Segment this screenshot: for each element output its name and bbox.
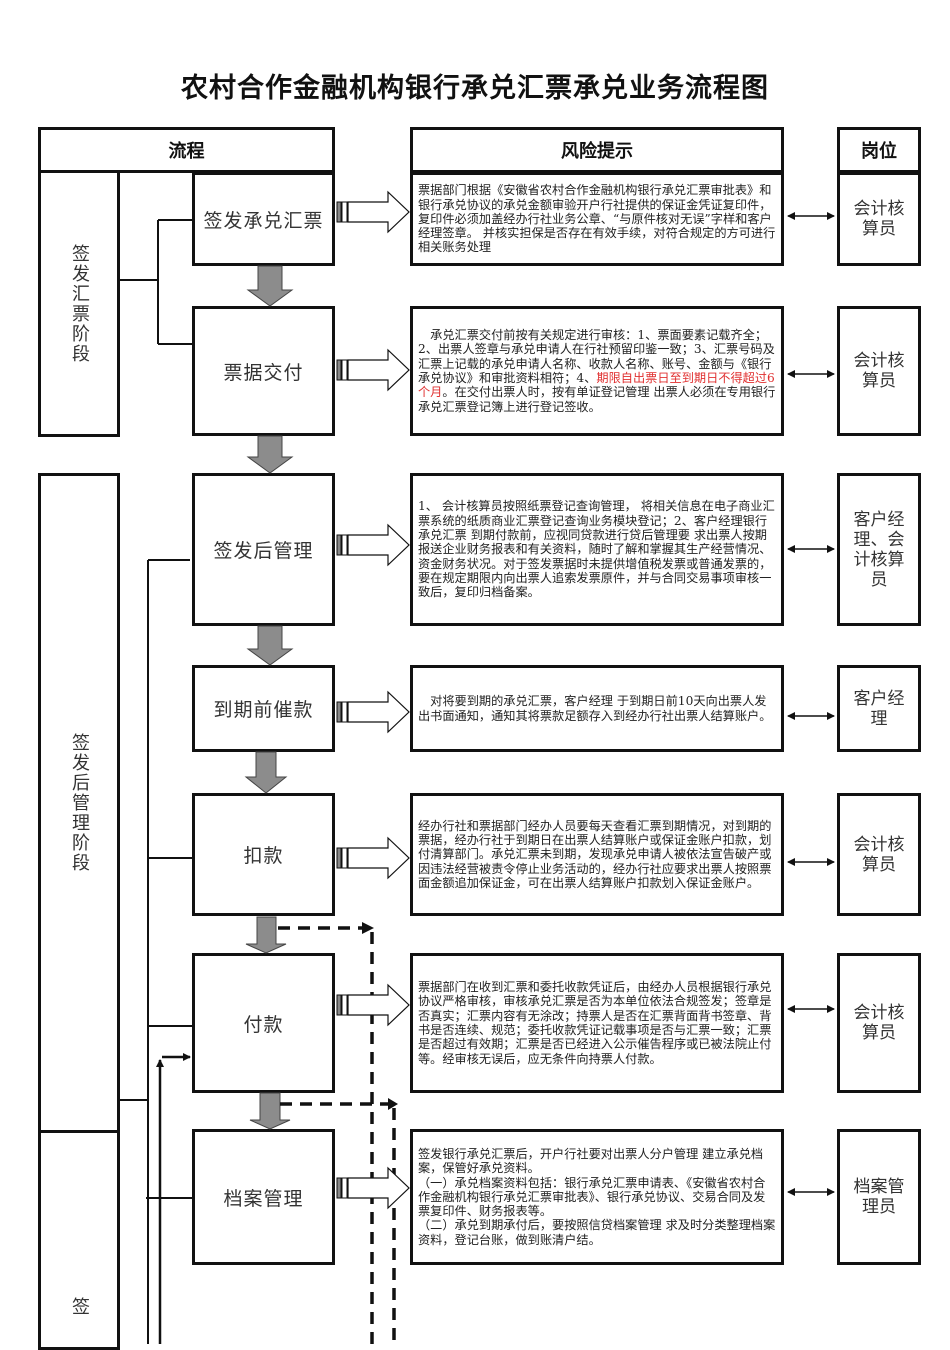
step-label: 到期前催款	[213, 699, 314, 721]
step-issue-acceptance[interactable]: 签发承兑汇票	[192, 172, 335, 266]
step-post-issue-management[interactable]: 签发后管理	[192, 473, 335, 626]
step-label: 签发承兑汇票	[203, 209, 324, 232]
step-label: 票据交付	[223, 361, 304, 384]
header-risk: 风险提示	[410, 127, 784, 173]
risk-box-issue-acceptance: 票据部门根据《安徽省农村合作金融机构银行承兑汇票审批表》和银行承兑协议的承兑金额…	[410, 172, 784, 266]
header-risk-label: 风险提示	[561, 141, 633, 162]
hollow-arrow-right-icon	[336, 348, 410, 392]
flow-arrows	[244, 265, 294, 1130]
risk-box-payment: 票据部门在收到汇票和委托收款凭证后，由经办人员根据银行承兑协议严格审核，审核承兑…	[410, 953, 784, 1093]
role-label: 档案管理员	[853, 1177, 905, 1217]
hollow-arrow-right-icon	[336, 983, 410, 1027]
stage-third: 签	[38, 1130, 120, 1350]
role-box-debit: 会计核算员	[837, 793, 921, 916]
role-label: 会计核算员	[853, 1003, 905, 1043]
flow-arrow-down-icon	[249, 1092, 291, 1130]
step-label: 档案管理	[223, 1187, 304, 1210]
bracket-stage-issue	[120, 219, 192, 345]
risk-box-debit: 经办行社和票据部门经办人员要每天查看汇票到期情况，对到期的票据，经办行社于到期日…	[410, 793, 784, 916]
risk-box-pre-maturity-collection: 对将要到期的承兑汇票，客户经理 于到期日前10天向出票人发出书面通知，通知其将票…	[410, 665, 784, 752]
page-title: 农村合作金融机构银行承兑汇票承兑业务流程图	[181, 73, 769, 104]
role-label: 客户经理、会计核算员	[853, 509, 905, 590]
stage-issue: 签发汇票阶段	[38, 170, 120, 437]
risk-text: 1、 会计核算员按照纸票登记查询管理， 将相关信息在电子商业汇票系统的纸质商业汇…	[418, 499, 775, 600]
header-process-label: 流程	[168, 141, 205, 162]
dashed-arrow-head-icon	[388, 1098, 398, 1110]
role-box-payment: 会计核算员	[837, 953, 921, 1093]
feedback-arrow	[156, 1053, 191, 1344]
role-label: 会计核算员	[853, 351, 905, 391]
dashed-arrow-head-icon	[362, 922, 374, 934]
step-label: 签发后管理	[213, 540, 314, 562]
flow-arrow-down-icon	[246, 435, 294, 474]
stage-third-label: 签	[69, 1297, 90, 1317]
risk-box-bill-delivery: 承兑汇票交付前按有关规定进行审核：1、票面要素记载齐全；2、出票人签章与承兑申请…	[410, 306, 784, 436]
step-bill-delivery[interactable]: 票据交付	[192, 306, 335, 436]
hollow-arrow-right-icon	[336, 190, 410, 234]
hollow-arrow-right-icon	[336, 1166, 410, 1210]
role-label: 客户经理	[853, 688, 905, 729]
risk-text: 票据部门在收到汇票和委托收款凭证后，由经办人员根据银行承兑协议严格审核，审核承兑…	[418, 980, 772, 1066]
header-role-label: 岗位	[861, 141, 897, 162]
risk-box-post-issue-management: 1、 会计核算员按照纸票登记查询管理， 将相关信息在电子商业汇票系统的纸质商业汇…	[410, 473, 784, 626]
flow-arrow-down-icon	[244, 751, 288, 794]
role-arrows	[787, 212, 835, 1196]
role-box-pre-maturity-collection: 客户经理	[837, 665, 921, 752]
role-box-bill-delivery: 会计核算员	[837, 306, 921, 436]
risk-text: 经办行社和票据部门经办人员要每天查看汇票到期情况，对到期的票据，经办行社于到期日…	[418, 818, 772, 890]
role-label: 会计核算员	[853, 199, 905, 239]
bracket-stage-post-issue	[120, 559, 192, 1344]
step-payment[interactable]: 付款	[192, 953, 335, 1093]
stage-issue-label: 签发汇票阶段	[69, 243, 90, 364]
flow-arrow-down-icon	[246, 265, 294, 307]
risk-text: 对将要到期的承兑汇票，客户经理 于到期日前10天向出票人发出书面通知，通知其将票…	[418, 694, 772, 723]
role-label: 会计核算员	[853, 834, 905, 875]
flow-arrow-down-icon	[246, 625, 294, 666]
header-role: 岗位	[837, 127, 921, 173]
role-box-archive-management: 档案管理员	[837, 1129, 921, 1265]
flow-arrow-down-icon	[245, 916, 287, 954]
risk-text-post: 。在交付出票人时，按有单证登记管理 出票人必须在专用银行承兑汇票登记簿上进行登记…	[418, 385, 776, 414]
hollow-arrow-right-icon	[336, 690, 410, 734]
step-archive-management[interactable]: 档案管理	[192, 1129, 335, 1265]
header-process: 流程	[38, 127, 335, 173]
risk-arrows	[336, 190, 410, 1210]
risk-text: 承兑汇票交付前按有关规定进行审核：1、票面要素记载齐全；2、出票人签章与承兑申请…	[418, 328, 776, 414]
stage-post-issue-label: 签发后管理阶段	[69, 733, 90, 873]
stage-post-issue: 签发后管理阶段	[38, 473, 120, 1133]
risk-text-highlight: 期限自出票日至到期日不得超过6个月	[418, 371, 775, 400]
risk-text-pre: 承兑汇票交付前按有关规定进行审核：1、票面要素记载齐全；2、出票人签章与承兑申请…	[418, 328, 775, 385]
role-box-issue-acceptance: 会计核算员	[837, 172, 921, 266]
role-box-post-issue-management: 客户经理、会计核算员	[837, 473, 921, 626]
risk-text: 票据部门根据《安徽省农村合作金融机构银行承兑汇票审批表》和银行承兑协议的承兑金额…	[418, 183, 776, 255]
risk-box-archive-management: 签发银行承兑汇票后，开户行社要对出票人分户管理 建立承兑档案，保管好承兑资料。 …	[410, 1129, 784, 1265]
hollow-arrow-right-icon	[336, 836, 410, 880]
step-label: 付款	[243, 1013, 284, 1036]
hollow-arrow-right-icon	[336, 523, 410, 567]
step-pre-maturity-collection[interactable]: 到期前催款	[192, 665, 335, 752]
risk-text: 签发银行承兑汇票后，开户行社要对出票人分户管理 建立承兑档案，保管好承兑资料。 …	[418, 1146, 776, 1247]
dashed-routes	[278, 926, 396, 1344]
step-label: 扣款	[243, 845, 284, 867]
step-debit[interactable]: 扣款	[192, 793, 335, 916]
